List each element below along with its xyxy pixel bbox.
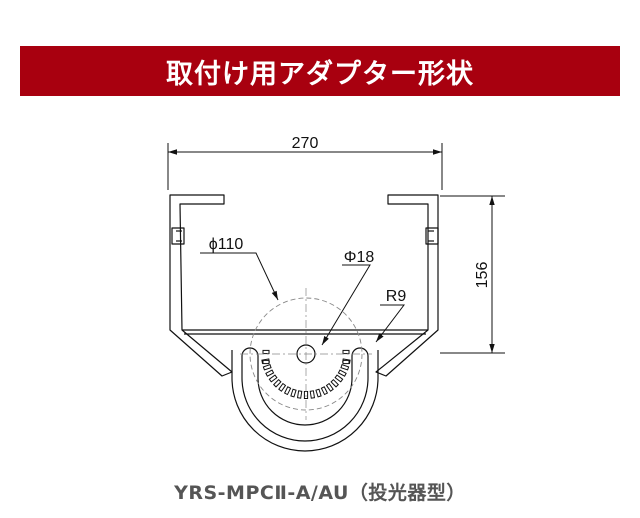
indexing-slot [262, 359, 270, 365]
indexing-slot [278, 382, 287, 392]
indexing-slot [337, 369, 347, 377]
indexing-slot [325, 382, 334, 392]
indexing-slot [342, 349, 350, 355]
page-title: 取付け用アダプター形状 [166, 58, 474, 90]
indexing-slot [268, 374, 278, 383]
mount-circle [240, 288, 372, 420]
indexing-slot [340, 363, 350, 371]
indexing-slot [309, 390, 316, 399]
height-label: 156 [474, 262, 491, 289]
model-caption: YRS-MPCⅡ-A/AU（投光器型） [174, 482, 466, 504]
hole-diameter-label: Φ18 [344, 249, 375, 266]
page-title-banner: 取付け用アダプター形状 [20, 46, 620, 96]
adapter-body [169, 194, 439, 452]
indexing-slot [296, 390, 303, 399]
width-label: 270 [292, 135, 319, 152]
indexing-slot [265, 369, 275, 377]
indexing-slot [262, 363, 272, 371]
indexing-slot [330, 378, 340, 388]
indexing-slot [342, 359, 350, 365]
indexing-slot [320, 386, 329, 396]
leader-lines [200, 252, 406, 346]
radius-label: R9 [386, 288, 407, 305]
indexing-slot [283, 386, 292, 396]
indexing-slot [272, 378, 282, 388]
outer-diameter-label: ϕ110 [209, 236, 244, 253]
indexing-slots [261, 349, 351, 399]
height-dimension [440, 195, 505, 354]
indexing-slot [262, 349, 270, 355]
indexing-slot [315, 388, 322, 398]
indexing-slot [290, 388, 297, 398]
indexing-slot [334, 374, 344, 383]
width-dimension [167, 143, 443, 190]
